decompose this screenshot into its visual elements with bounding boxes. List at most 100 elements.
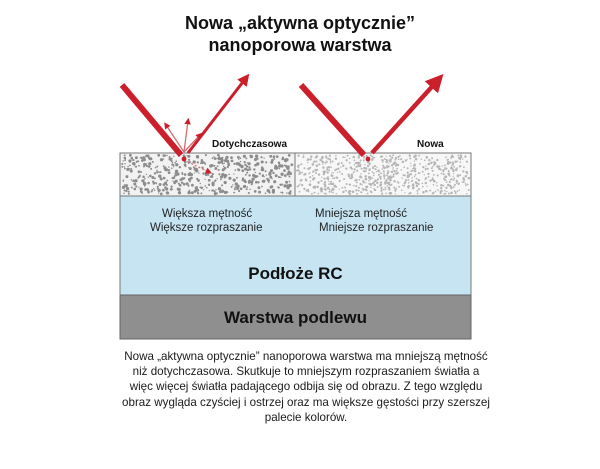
particle bbox=[395, 187, 398, 190]
particle bbox=[274, 174, 278, 178]
particle bbox=[424, 181, 427, 185]
particle bbox=[122, 160, 124, 162]
particle bbox=[421, 185, 424, 188]
left-region-line-1: Większa mętność bbox=[162, 208, 253, 220]
particle bbox=[221, 184, 224, 187]
particle bbox=[385, 192, 387, 195]
particle bbox=[170, 157, 173, 160]
particle bbox=[286, 172, 290, 176]
particle bbox=[332, 172, 335, 174]
particle bbox=[216, 157, 219, 160]
particle bbox=[381, 168, 384, 170]
particle bbox=[401, 177, 403, 179]
particle bbox=[143, 182, 147, 186]
particle bbox=[390, 164, 394, 167]
particle bbox=[372, 174, 375, 177]
particle bbox=[353, 159, 356, 162]
particle bbox=[123, 192, 125, 195]
particle bbox=[211, 172, 214, 176]
particle bbox=[130, 168, 133, 170]
particle bbox=[354, 162, 357, 164]
particle bbox=[379, 177, 382, 180]
particle bbox=[123, 166, 126, 168]
particle bbox=[444, 175, 448, 178]
particle bbox=[443, 168, 446, 171]
particle bbox=[432, 166, 434, 168]
particle bbox=[281, 157, 285, 161]
particle bbox=[301, 171, 303, 174]
particle bbox=[429, 189, 432, 192]
particle bbox=[158, 174, 162, 178]
particle bbox=[175, 163, 179, 167]
particle bbox=[171, 163, 174, 166]
particle bbox=[407, 179, 410, 181]
particle bbox=[387, 177, 390, 180]
particle bbox=[193, 172, 196, 174]
particle bbox=[323, 185, 327, 188]
particle bbox=[386, 166, 389, 169]
particle bbox=[321, 188, 324, 191]
particle bbox=[258, 190, 262, 194]
particle bbox=[447, 183, 450, 187]
particle bbox=[415, 177, 418, 180]
particle bbox=[341, 173, 344, 175]
particle bbox=[202, 172, 205, 175]
particle bbox=[438, 165, 441, 168]
particle bbox=[127, 192, 130, 195]
particle bbox=[384, 158, 387, 161]
impact-point-left bbox=[181, 156, 187, 162]
particle bbox=[326, 177, 329, 180]
particle bbox=[388, 188, 391, 191]
particle bbox=[368, 179, 370, 182]
particle bbox=[427, 176, 430, 178]
particle bbox=[417, 178, 421, 182]
particle bbox=[153, 189, 156, 191]
particle bbox=[247, 162, 251, 166]
particle bbox=[158, 171, 160, 173]
particle bbox=[268, 171, 272, 175]
particle bbox=[281, 191, 284, 194]
particle bbox=[187, 184, 190, 187]
particle bbox=[323, 183, 325, 185]
particle bbox=[366, 193, 368, 195]
particle bbox=[462, 181, 465, 183]
particle bbox=[280, 172, 284, 176]
particle bbox=[233, 173, 235, 175]
particle bbox=[388, 187, 390, 189]
particle bbox=[383, 166, 386, 170]
particle bbox=[297, 154, 300, 157]
particle bbox=[151, 160, 154, 163]
particle bbox=[244, 167, 247, 171]
particle bbox=[353, 168, 356, 171]
particle bbox=[410, 180, 413, 183]
particle bbox=[209, 164, 213, 168]
particle bbox=[444, 189, 446, 192]
particle bbox=[157, 192, 160, 194]
particle bbox=[433, 179, 436, 183]
particle bbox=[368, 168, 371, 171]
particle bbox=[345, 167, 348, 170]
particle bbox=[318, 163, 321, 166]
particle bbox=[171, 161, 174, 164]
particle bbox=[356, 169, 359, 172]
particle bbox=[436, 184, 438, 187]
particle bbox=[326, 168, 329, 171]
particle bbox=[162, 165, 165, 168]
particle bbox=[217, 153, 220, 157]
particle bbox=[360, 167, 363, 170]
particle bbox=[442, 170, 445, 173]
particle bbox=[277, 186, 279, 188]
particle bbox=[362, 181, 365, 184]
particle bbox=[462, 170, 465, 173]
particle bbox=[302, 156, 305, 159]
particle bbox=[326, 171, 329, 174]
particle bbox=[462, 158, 464, 160]
particle bbox=[278, 167, 281, 170]
particle bbox=[328, 180, 330, 183]
particle bbox=[376, 179, 379, 181]
particle bbox=[417, 172, 420, 175]
particle bbox=[335, 154, 337, 157]
particle bbox=[365, 169, 368, 171]
particle bbox=[458, 165, 462, 168]
particle bbox=[237, 168, 241, 172]
